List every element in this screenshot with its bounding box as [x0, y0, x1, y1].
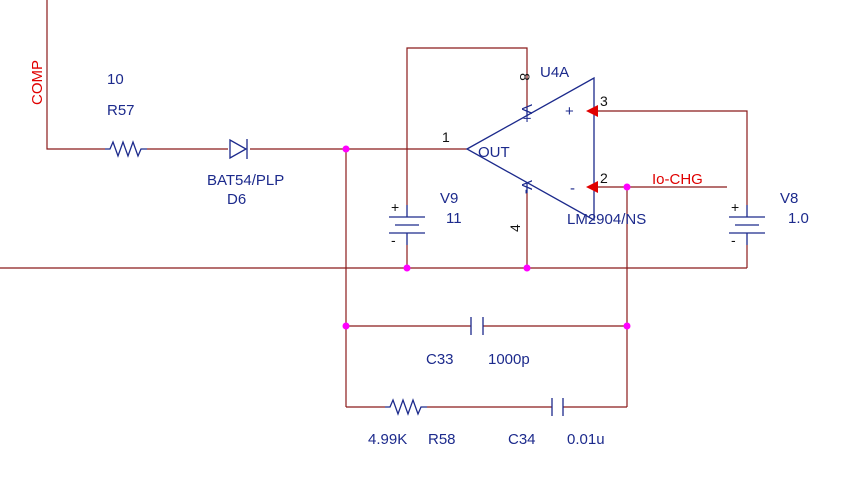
v8-ref: V8 [780, 190, 798, 207]
opamp-u4a[interactable]: OUT + - V+ V- 1 2 3 4 8 U4A LM2904/NS [442, 64, 646, 232]
resistor-r58[interactable]: 4.99K R58 [368, 398, 456, 448]
arrow-pin-3 [586, 105, 598, 117]
r57-ref: R57 [107, 102, 135, 119]
wire-comp [46, 0, 105, 150]
junction-dot [342, 322, 350, 330]
opamp-vminus-label: V- [518, 180, 535, 194]
resistor-r57-symbol [105, 140, 147, 158]
diode-d6[interactable]: BAT54/PLP D6 [207, 138, 284, 208]
opamp-out-label: OUT [478, 144, 510, 161]
v9-minus-mark: - [391, 232, 396, 248]
opamp-vplus-label: V+ [518, 104, 535, 123]
v8-minus-mark: - [731, 232, 736, 248]
pin-8: 8 [517, 73, 533, 81]
r58-value: 4.99K [368, 431, 407, 448]
diode-d6-symbol [229, 138, 248, 160]
junction-dot [523, 264, 531, 272]
v9-ref: V9 [440, 190, 458, 207]
opamp-plus-sign: + [565, 103, 574, 120]
opamp-u4a-triangle [465, 76, 595, 222]
resistor-r58-symbol [385, 398, 427, 416]
r58-ref: R58 [428, 431, 456, 448]
v8-value: 1.0 [788, 210, 809, 227]
c34-ref: C34 [508, 431, 536, 448]
battery-v8[interactable]: + - V8 1.0 [729, 190, 809, 248]
r57-value: 10 [107, 71, 124, 88]
capacitor-c33[interactable]: C33 1000p [426, 317, 530, 368]
v8-plus-mark: + [731, 199, 739, 215]
junction-dot [403, 264, 411, 272]
wires [0, 0, 748, 408]
pin-3: 3 [600, 93, 608, 109]
wire-v8-noninv [594, 110, 748, 205]
resistor-r57[interactable]: 10 R57 [105, 71, 147, 158]
junction-dot [623, 322, 631, 330]
v9-value: 11 [446, 210, 462, 227]
opamp-minus-sign: - [570, 180, 575, 197]
c33-ref: C33 [426, 351, 454, 368]
battery-v9[interactable]: + - V9 11 [389, 190, 462, 248]
c33-value: 1000p [488, 351, 530, 368]
u4a-model: LM2904/NS [567, 211, 646, 228]
junction-dot [623, 183, 631, 191]
d6-model: BAT54/PLP [207, 172, 284, 189]
junctions [342, 145, 631, 330]
u4a-ref: U4A [540, 64, 569, 81]
wire-v9-vplus [406, 47, 528, 205]
junction-dot [342, 145, 350, 153]
arrow-pin-2 [586, 181, 598, 193]
d6-ref: D6 [227, 191, 246, 208]
net-label-io-chg: Io-CHG [652, 171, 703, 188]
net-label-comp: COMP [29, 60, 46, 105]
v9-plus-mark: + [391, 199, 399, 215]
c34-value: 0.01u [567, 431, 605, 448]
capacitor-c34[interactable]: C34 0.01u [508, 398, 605, 448]
pin-2: 2 [600, 170, 608, 186]
pin-4: 4 [507, 224, 523, 232]
pin-1: 1 [442, 129, 450, 145]
